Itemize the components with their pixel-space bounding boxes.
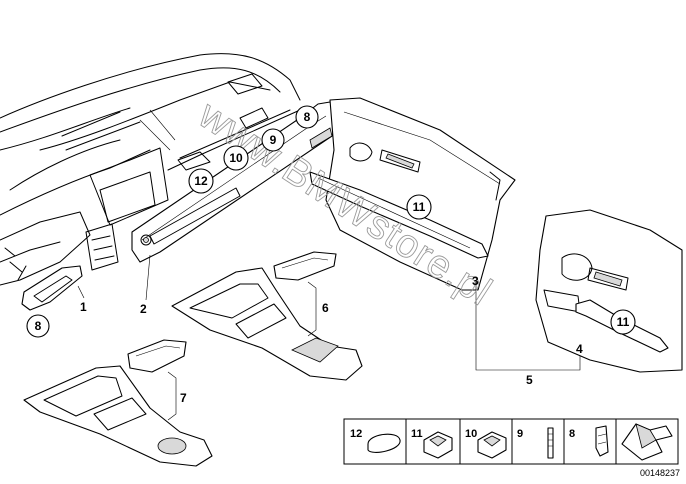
circled-callout-9: 9 <box>261 128 285 152</box>
legend-part-9-icon <box>547 427 554 459</box>
legend-part-10-icon <box>477 431 507 459</box>
callout-7: 7 <box>180 391 187 405</box>
circled-callout-11-left: 11 <box>406 194 432 220</box>
callout-2: 2 <box>140 302 147 316</box>
console-trim-lower <box>23 339 213 467</box>
callout-1: 1 <box>80 300 87 314</box>
legend-number-9: 9 <box>517 428 523 440</box>
callout-10: 10 <box>229 151 243 165</box>
console-trim-upper <box>171 251 363 381</box>
door-trim-right <box>535 209 683 373</box>
circled-callout-8-left: 8 <box>26 314 50 338</box>
diagram-number: 00148237 <box>640 468 680 478</box>
legend-part-12-icon <box>367 433 401 453</box>
legend-table: 12 11 10 9 8 <box>343 418 679 465</box>
leader-lines <box>77 254 581 421</box>
callout-12: 12 <box>194 174 208 188</box>
circled-callout-8-top: 8 <box>295 105 319 129</box>
circled-callout-12: 12 <box>188 168 214 194</box>
dashboard-outline <box>0 53 301 286</box>
legend-number-10: 10 <box>465 428 477 440</box>
callout-9: 9 <box>270 133 277 147</box>
legend-part-11-icon <box>423 431 453 459</box>
legend-number-8: 8 <box>569 428 575 440</box>
callout-11-right: 11 <box>617 315 630 329</box>
callout-6: 6 <box>322 301 329 315</box>
door-trim-left <box>309 97 516 291</box>
callout-3: 3 <box>472 274 479 288</box>
callout-8-top: 8 <box>304 110 311 124</box>
callout-8-left: 8 <box>35 319 42 333</box>
circled-callout-10: 10 <box>223 145 249 171</box>
legend-part-8-icon <box>595 425 609 457</box>
vent-trim-left <box>21 265 83 311</box>
circled-callout-11-right: 11 <box>610 309 636 335</box>
legend-number-12: 12 <box>350 428 362 440</box>
right-arrow-icon <box>621 423 673 461</box>
callout-5: 5 <box>526 373 533 387</box>
callout-11-left: 11 <box>413 200 426 214</box>
legend-number-11: 11 <box>411 428 423 440</box>
callout-4: 4 <box>576 342 583 356</box>
